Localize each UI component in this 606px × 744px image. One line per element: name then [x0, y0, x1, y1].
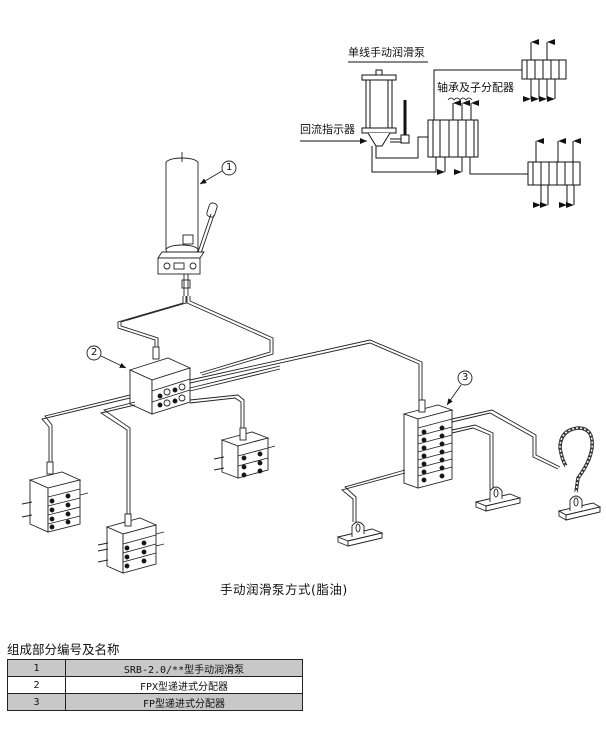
schematic-lower-distributor — [527, 138, 581, 208]
pump-title-label: 单线手动润滑泵 — [348, 46, 425, 59]
part-name: SRB-2.0/**型手动润滑泵 — [65, 659, 303, 677]
sub-distributor-left-icon — [21, 461, 89, 533]
callout-3-circle — [457, 370, 473, 386]
schematic-diagram — [300, 39, 581, 208]
part-number: 2 — [7, 676, 66, 694]
isometric-drawing — [21, 152, 602, 574]
table-row: 1 SRB-2.0/**型手动润滑泵 — [7, 659, 303, 677]
callout-2: 2 — [91, 347, 98, 358]
figure-caption: 手动润滑泵方式(脂油) — [220, 582, 348, 597]
sub-distributor-middle-icon — [97, 513, 165, 574]
return-indicator-label: 回流指示器 — [300, 123, 355, 136]
table-row: 3 FP型递进式分配器 — [7, 693, 303, 711]
callout-3: 3 — [462, 372, 469, 383]
schematic-center-distributor — [427, 97, 479, 175]
manual-pump-icon — [157, 152, 218, 296]
parts-table: 1 SRB-2.0/**型手动润滑泵 2 FPX型递进式分配器 3 FP型递进式… — [7, 659, 303, 711]
part-name: FPX型递进式分配器 — [65, 676, 303, 694]
part-number: 3 — [7, 693, 66, 711]
schematic-upper-distributor — [521, 39, 567, 102]
callout-1-circle — [221, 160, 237, 176]
bearing-block-left-icon — [336, 521, 384, 547]
callout-2-circle — [86, 345, 102, 361]
table-row: 2 FPX型递进式分配器 — [7, 676, 303, 694]
schematic-pump-icon — [361, 69, 410, 147]
fp-distributor-icon — [402, 399, 454, 489]
part-name: FP型递进式分配器 — [65, 693, 303, 711]
part-number: 1 — [7, 659, 66, 677]
bearing-block-right-icon — [557, 495, 602, 521]
flexible-hose-icon — [558, 426, 594, 493]
parts-table-title: 组成部分编号及名称 — [7, 642, 120, 657]
callout-1: 1 — [226, 162, 233, 173]
bearing-distributor-label: 轴承及子分配器 — [437, 81, 514, 94]
lubrication-system-drawing — [21, 39, 602, 574]
sub-distributor-right-icon — [213, 427, 276, 479]
fpx-distributor-icon — [128, 346, 192, 415]
bearing-block-middle-icon — [474, 486, 522, 512]
